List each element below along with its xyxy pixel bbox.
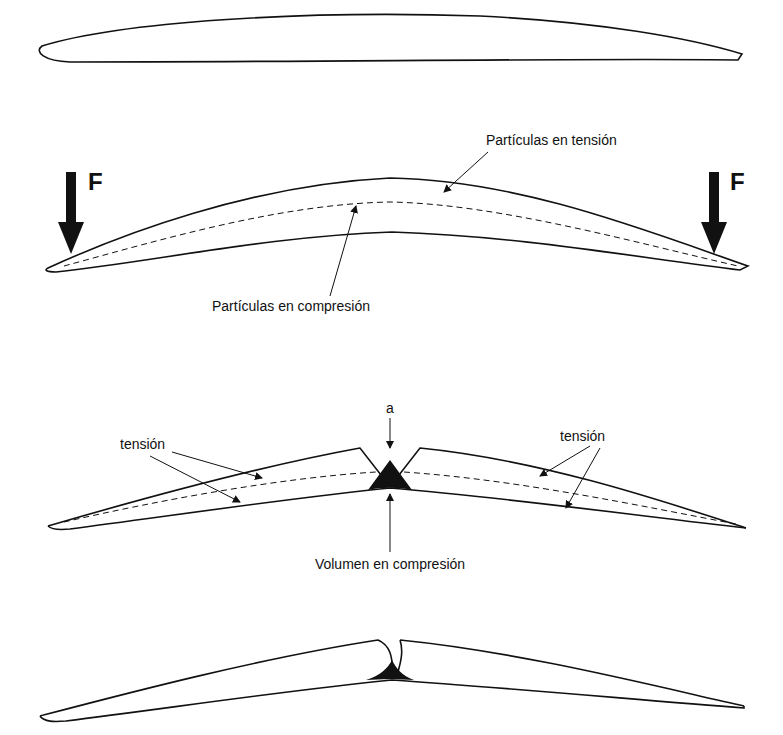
beam-bottom bbox=[40, 680, 744, 721]
beam-bottom bbox=[48, 488, 746, 530]
part-label: Partículas en tensión bbox=[486, 132, 617, 148]
beam-straight bbox=[39, 14, 742, 62]
force-arrow bbox=[58, 172, 727, 254]
part-label: tensión bbox=[120, 436, 165, 452]
beam-notched-left bbox=[48, 448, 388, 526]
compression-volume bbox=[366, 660, 414, 680]
compression-volume bbox=[368, 460, 412, 490]
beam-bent bbox=[46, 178, 748, 272]
beam-broken-right bbox=[398, 640, 744, 706]
leader-line bbox=[150, 152, 600, 552]
beam-notched-right bbox=[392, 448, 746, 528]
part-label: Volumen en compresión bbox=[315, 556, 465, 572]
part-label: Partículas en compresión bbox=[212, 298, 370, 314]
force-label: F bbox=[730, 168, 745, 196]
beam-broken-left bbox=[40, 640, 393, 716]
part-label: tensión bbox=[560, 428, 605, 444]
neutral-axis bbox=[64, 202, 738, 266]
neutral-axis bbox=[404, 472, 736, 524]
force-label: F bbox=[88, 168, 103, 196]
neutral-axis bbox=[64, 472, 376, 522]
callout-letter: a bbox=[386, 400, 394, 416]
